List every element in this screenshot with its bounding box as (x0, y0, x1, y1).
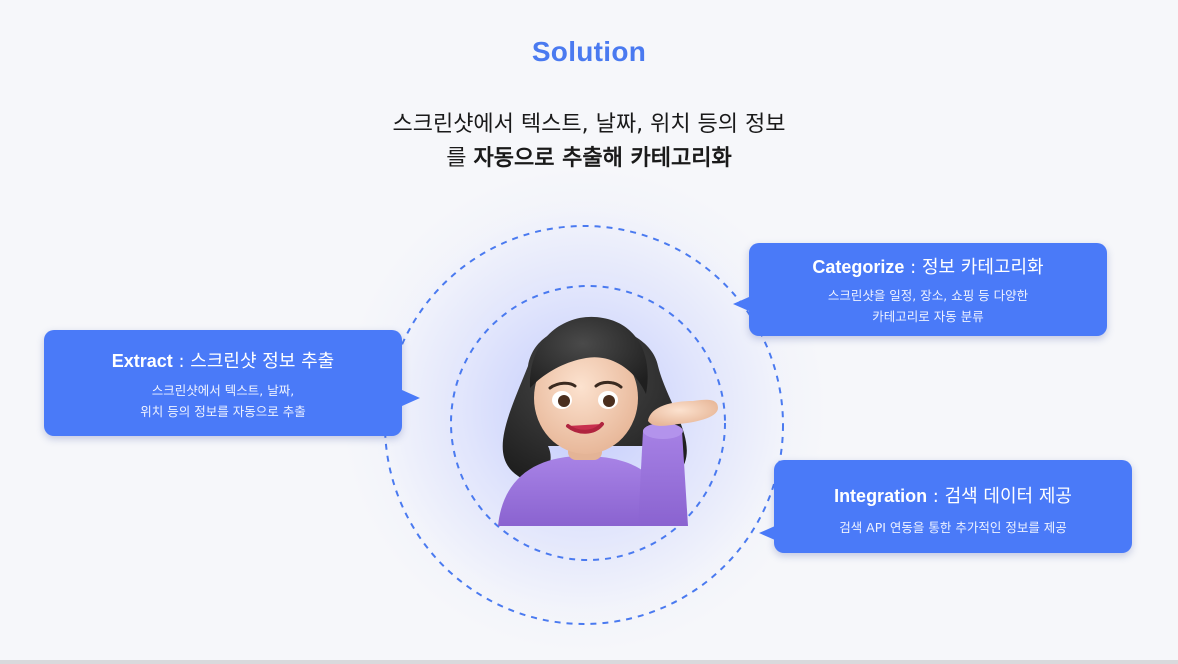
categorize-title: : 정보 카테고리화 (904, 257, 1044, 278)
subtitle-prefix: 를 (446, 146, 474, 171)
inner-dashed-ring (450, 285, 726, 561)
integration-card-pointer (759, 526, 775, 540)
extract-title: : 스크린샷 정보 추출 (172, 351, 335, 372)
left-pupil (558, 395, 570, 407)
sleeve-cuff (643, 423, 683, 439)
integration-desc-line-1: 검색 API 연동을 통한 추가적인 정보를 제공 (839, 520, 1067, 535)
categorize-desc-line-1: 스크린샷을 일정, 장소, 쇼핑 등 다양한 (827, 288, 1029, 303)
face (534, 342, 638, 454)
woman-presenting-icon (498, 316, 718, 526)
subtitle-line-1: 스크린샷에서 텍스트, 날짜, 위치 등의 정보 (392, 112, 786, 137)
categorize-desc-line-2: 카테고리로 자동 분류 (872, 309, 984, 324)
extract-description: 스크린샷에서 텍스트, 날짜, 위치 등의 정보를 자동으로 추출 (44, 380, 402, 422)
hair-bangs (529, 316, 648, 394)
subtitle-emphasis: 자동으로 추출해 카테고리화 (473, 146, 732, 171)
categorize-description: 스크린샷을 일정, 장소, 쇼핑 등 다양한 카테고리로 자동 분류 (749, 285, 1107, 327)
categorize-card: Categorize : 정보 카테고리화 스크린샷을 일정, 장소, 쇼핑 등… (749, 243, 1107, 336)
right-brow (594, 380, 623, 389)
slide-bottom-border (0, 660, 1178, 664)
extract-card: Extract : 스크린샷 정보 추출 스크린샷에서 텍스트, 날짜, 위치 … (44, 330, 402, 436)
extract-heading: Extract : 스크린샷 정보 추출 (44, 349, 402, 374)
integration-card: Integration : 검색 데이터 제공 검색 API 연동을 통한 추가… (774, 460, 1132, 553)
open-hand (648, 399, 718, 426)
categorize-card-pointer (733, 297, 749, 311)
left-brow (548, 381, 577, 390)
raised-arm (638, 423, 688, 526)
sweater-body (498, 456, 663, 526)
subtitle-line-2: 를 자동으로 추출해 카테고리화 (0, 142, 1178, 176)
integration-description: 검색 API 연동을 통한 추가적인 정보를 제공 (774, 517, 1132, 538)
integration-heading: Integration : 검색 데이터 제공 (774, 484, 1132, 509)
smile (566, 422, 604, 434)
extract-keyword: Extract (111, 351, 173, 371)
integration-keyword: Integration (834, 486, 928, 506)
extract-desc-line-1: 스크린샷에서 텍스트, 날짜, (151, 383, 295, 398)
categorize-keyword: Categorize (812, 257, 905, 277)
extract-desc-line-2: 위치 등의 정보를 자동으로 추출 (140, 404, 306, 419)
slide-subtitle: 스크린샷에서 텍스트, 날짜, 위치 등의 정보 를 자동으로 추출해 카테고리… (0, 108, 1178, 176)
right-pupil (603, 395, 615, 407)
slide-title: Solution (531, 36, 647, 67)
integration-title: : 검색 데이터 제공 (927, 486, 1072, 507)
categorize-heading: Categorize : 정보 카테고리화 (749, 255, 1107, 280)
extract-card-pointer (402, 390, 420, 406)
